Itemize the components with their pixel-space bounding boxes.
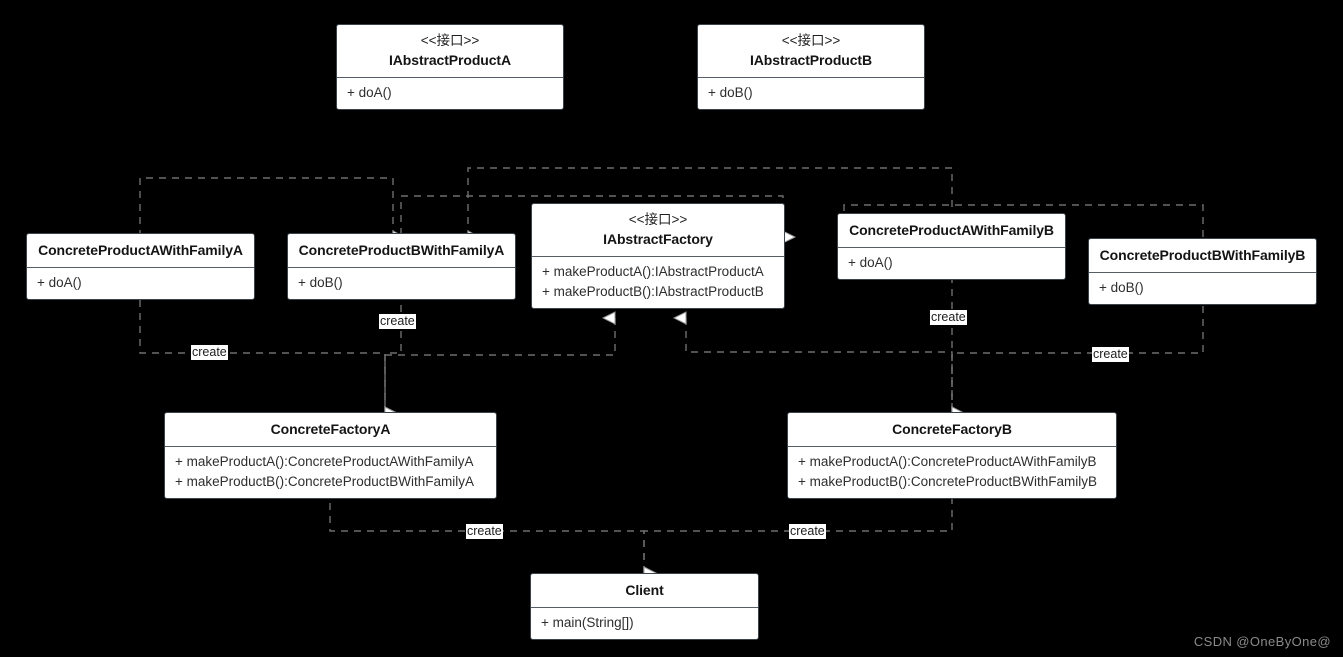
class-name-label: ConcreteFactoryB (892, 421, 1012, 437)
class-members: + doB() (698, 78, 924, 109)
member-row: + doB() (708, 85, 753, 100)
class-name-label: ConcreteProductAWithFamilyB (849, 222, 1054, 238)
class-name-label: IAbstractProductB (750, 52, 872, 68)
member-row: + makeProductB():ConcreteProductBWithFam… (175, 474, 474, 489)
class-header: ConcreteFactoryB (788, 413, 1116, 446)
class-name-label: IAbstractFactory (603, 231, 713, 247)
member-row: + makeProductB():IAbstractProductB (542, 284, 764, 299)
class-members: + doA() (337, 78, 563, 109)
class-header: ConcreteProductBWithFamilyB (1089, 239, 1316, 272)
dependency-factoryb-creates-pb-b (951, 302, 1204, 413)
class-header: ConcreteProductAWithFamilyA (27, 234, 254, 267)
divider (531, 607, 758, 608)
class-box-concretefactoryb[interactable]: ConcreteFactoryB + makeProductA():Concre… (787, 412, 1117, 499)
realization-pa-a-to-iproducta (139, 177, 393, 237)
member-row: + doA() (848, 255, 893, 270)
divider (27, 267, 254, 268)
dependency-factorya-creates-pa-a (139, 297, 385, 413)
class-members: + main(String[]) (531, 608, 758, 639)
divider (337, 77, 563, 78)
divider (838, 247, 1065, 248)
class-members: + makeProductA():ConcreteProductAWithFam… (165, 447, 496, 498)
class-box-concreteproductawithfamilya[interactable]: ConcreteProductAWithFamilyA + doA() (26, 233, 255, 300)
edge-label-client-creates-factoryb: create (789, 524, 826, 539)
edge-label-factoryb-creates-pb-b: create (1092, 347, 1129, 362)
edge-label-factorya-creates-pa-a: create (191, 345, 228, 360)
class-members: + doA() (27, 268, 254, 299)
divider (532, 256, 784, 257)
realization-pb-a-to-iproductb (400, 195, 783, 237)
stereotype-label: <<接口>> (420, 33, 480, 48)
class-members: + doA() (838, 248, 1065, 279)
class-box-concreteproductbwithfamilya[interactable]: ConcreteProductBWithFamilyA + doB() (287, 233, 516, 300)
member-row: + makeProductA():ConcreteProductAWithFam… (175, 454, 474, 469)
class-box-client[interactable]: Client + main(String[]) (530, 573, 759, 640)
divider (698, 77, 924, 78)
member-row: + doA() (37, 275, 82, 290)
watermark-label: CSDN @OneByOne@ (1193, 634, 1331, 649)
member-row: + doB() (298, 275, 343, 290)
class-box-iabstractfactory[interactable]: <<接口>> IAbstractFactory + makeProductA()… (531, 203, 785, 309)
class-members: + makeProductA():ConcreteProductAWithFam… (788, 447, 1116, 498)
member-row: + doA() (347, 85, 392, 100)
realization-factoryb-to-ifactory (686, 318, 953, 413)
class-header: <<接口>> IAbstractProductB (698, 25, 924, 77)
class-name-label: ConcreteFactoryA (270, 421, 391, 437)
class-header: Client (531, 574, 758, 607)
divider (788, 446, 1116, 447)
class-header: <<接口>> IAbstractProductA (337, 25, 563, 77)
class-box-iabstractproductb[interactable]: <<接口>> IAbstractProductB + doB() (697, 24, 925, 110)
member-row: + makeProductA():ConcreteProductAWithFam… (798, 454, 1097, 469)
class-members: + doB() (1089, 273, 1316, 304)
stereotype-label: <<接口>> (781, 33, 841, 48)
realization-pa-b-to-iproducta (467, 167, 953, 237)
stereotype-label: <<接口>> (628, 212, 688, 227)
class-box-concretefactorya[interactable]: ConcreteFactoryA + makeProductA():Concre… (164, 412, 497, 499)
class-box-iabstractproducta[interactable]: <<接口>> IAbstractProductA + doA() (336, 24, 564, 110)
class-box-concreteproductawithfamilyb[interactable]: ConcreteProductAWithFamilyB + doA() (837, 213, 1066, 280)
class-header: <<接口>> IAbstractFactory (532, 204, 784, 256)
divider (1089, 272, 1316, 273)
class-name-label: IAbstractProductA (389, 52, 511, 68)
realization-factorya-to-ifactory (384, 318, 616, 413)
class-name-label: ConcreteProductAWithFamilyA (38, 242, 243, 258)
class-name-label: ConcreteProductBWithFamilyA (298, 242, 505, 258)
member-row: + makeProductB():ConcreteProductBWithFam… (798, 474, 1097, 489)
divider (165, 446, 496, 447)
edge-label-factoryb-creates-pa-b: create (930, 310, 967, 325)
class-members: + makeProductA():IAbstractProductA + mak… (532, 257, 784, 308)
divider (288, 267, 515, 268)
class-header: ConcreteProductBWithFamilyA (288, 234, 515, 267)
class-box-concreteproductbwithfamilyb[interactable]: ConcreteProductBWithFamilyB + doB() (1088, 238, 1317, 305)
member-row: + main(String[]) (541, 615, 634, 630)
class-header: ConcreteProductAWithFamilyB (838, 214, 1065, 247)
class-members: + doB() (288, 268, 515, 299)
class-name-label: ConcreteProductBWithFamilyB (1099, 247, 1306, 263)
member-row: + makeProductA():IAbstractProductA (542, 264, 764, 279)
member-row: + doB() (1099, 280, 1144, 295)
class-name-label: Client (625, 582, 664, 598)
edge-label-client-creates-factorya: create (466, 524, 503, 539)
class-header: ConcreteFactoryA (165, 413, 496, 446)
edge-label-factorya-creates-pb-a: create (379, 314, 416, 329)
